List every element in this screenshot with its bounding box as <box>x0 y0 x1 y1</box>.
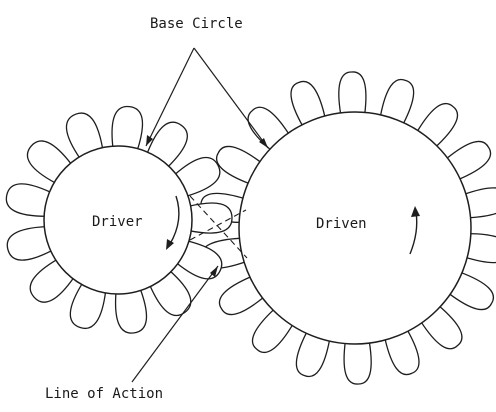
base-circle-pointer-driven <box>193 47 269 149</box>
driven-rotation-arrowhead <box>411 206 420 217</box>
line-of-action-label: Line of Action <box>45 386 163 402</box>
driver-gear-tooth <box>111 105 144 152</box>
driven-label: Driven <box>316 216 367 232</box>
driven-gear-tooth <box>464 232 496 264</box>
driven-gear-tooth <box>343 340 372 385</box>
line-of-action-arrowhead <box>210 266 218 277</box>
line-of-action-upper <box>189 195 248 259</box>
driver-gear-tooth <box>65 112 104 160</box>
driven-gear <box>200 71 496 385</box>
driven-gear-tooth <box>216 145 263 185</box>
base-circle-label: Base Circle <box>150 16 243 32</box>
driven-gear-tooth <box>218 275 265 316</box>
driven-gear-tooth <box>445 140 492 181</box>
driver-gear-tooth <box>114 287 148 334</box>
driver-label: Driver <box>92 214 143 230</box>
driven-gear-tooth <box>295 330 331 378</box>
driver-gear-tooth <box>146 121 188 169</box>
driven-gear-tooth <box>290 80 326 128</box>
driver-gear-tooth <box>6 225 54 261</box>
driver-gear-teeth <box>5 105 233 334</box>
base-circle-arrowhead-driven <box>259 138 268 148</box>
driver-gear-tooth <box>5 183 53 217</box>
driven-base-circle <box>238 111 472 345</box>
base-circle-arrowhead-driver <box>146 135 153 146</box>
driver-gear-tooth <box>173 156 221 198</box>
driver-gear <box>5 105 233 334</box>
driven-gear-tooth <box>463 187 496 219</box>
line-of-action-pointer <box>131 265 219 383</box>
base-circle-pointer-driver <box>145 47 195 147</box>
driven-gear-tooth <box>384 328 420 376</box>
driven-gear-teeth <box>200 71 496 385</box>
driven-gear-tooth <box>338 71 367 116</box>
line-of-action-lower <box>189 209 247 241</box>
driver-rotation-arrowhead <box>166 239 174 250</box>
driven-gear-tooth <box>379 78 415 126</box>
driver-gear-tooth <box>69 282 107 330</box>
driven-gear-tooth <box>447 271 494 311</box>
driver-base-circle <box>43 145 193 295</box>
driver-rotation-arrow <box>169 195 180 245</box>
driver-gear-tooth <box>175 240 223 280</box>
